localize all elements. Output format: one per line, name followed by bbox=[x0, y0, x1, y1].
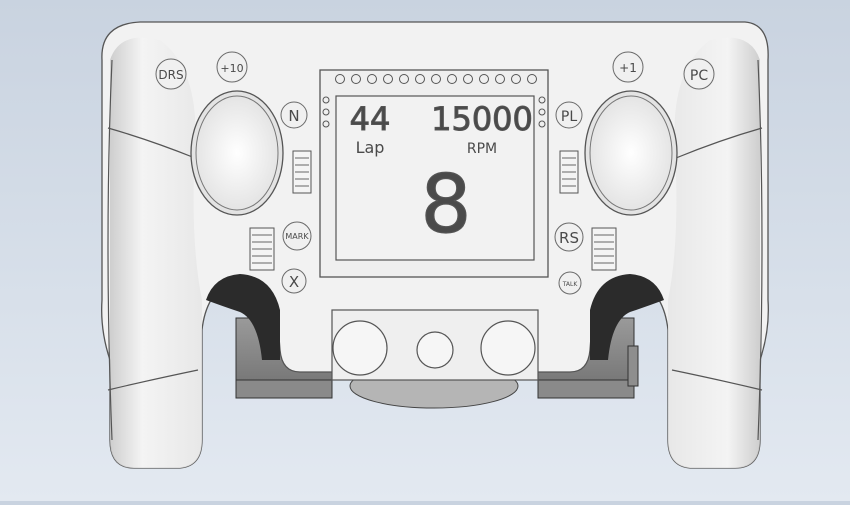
pc-button[interactable]: PC bbox=[683, 58, 715, 90]
lap-value: 44 bbox=[350, 100, 391, 138]
plus1-button[interactable]: +1 bbox=[612, 51, 644, 83]
right-rotary-knob[interactable] bbox=[480, 320, 536, 376]
rs-label: RS bbox=[559, 229, 579, 247]
shift-lights bbox=[335, 74, 537, 84]
right-lower-thumb-encoder[interactable] bbox=[591, 227, 617, 271]
side-leds-left bbox=[322, 96, 330, 128]
pc-label: PC bbox=[690, 68, 708, 84]
n-button[interactable]: N bbox=[280, 101, 308, 129]
rs-button[interactable]: RS bbox=[554, 222, 584, 252]
plus1-label: +1 bbox=[619, 61, 637, 75]
mark-button[interactable]: MARK bbox=[282, 221, 312, 251]
pl-button[interactable]: PL bbox=[555, 101, 583, 129]
drs-label: DRS bbox=[158, 68, 183, 82]
right-upper-thumb-encoder[interactable] bbox=[559, 150, 579, 194]
display-screen bbox=[335, 95, 535, 261]
plus10-button[interactable]: +10 bbox=[216, 51, 248, 83]
left-cutout-shadow bbox=[206, 274, 280, 360]
right-grip bbox=[668, 37, 760, 468]
left-thumb-hole bbox=[190, 90, 284, 216]
left-grip bbox=[110, 37, 202, 468]
center-rotary-knob[interactable] bbox=[416, 331, 454, 369]
mark-label: MARK bbox=[285, 232, 309, 241]
talk-label: TALK bbox=[562, 281, 579, 288]
x-button[interactable]: X bbox=[281, 268, 307, 294]
n-label: N bbox=[288, 107, 299, 125]
plus10-label: +10 bbox=[220, 62, 243, 75]
talk-button[interactable]: TALK bbox=[558, 271, 582, 295]
x-label: X bbox=[289, 273, 299, 291]
lap-label: Lap bbox=[356, 138, 385, 157]
rpm-value: 15000 bbox=[431, 100, 533, 138]
rpm-label: RPM bbox=[467, 141, 497, 157]
right-thumb-hole bbox=[584, 90, 678, 216]
left-rotary-knob[interactable] bbox=[332, 320, 388, 376]
left-upper-thumb-encoder[interactable] bbox=[292, 150, 312, 194]
left-lower-thumb-encoder[interactable] bbox=[249, 227, 275, 271]
drs-button[interactable]: DRS bbox=[155, 58, 187, 90]
pl-label: PL bbox=[561, 109, 577, 125]
right-cutout-shadow bbox=[590, 274, 664, 360]
side-leds-right bbox=[538, 96, 546, 128]
gear-value: 8 bbox=[421, 158, 472, 251]
